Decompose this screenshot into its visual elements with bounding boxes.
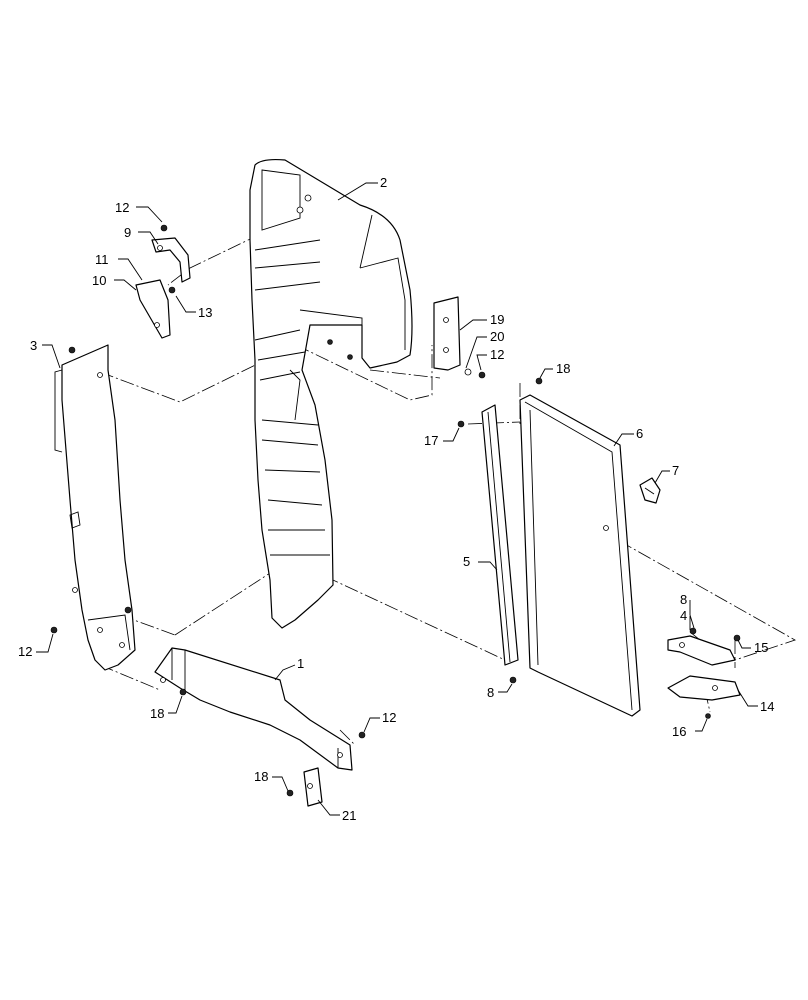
lower-bracket — [154, 647, 353, 771]
callout-20: 20 — [490, 329, 504, 344]
small-plate — [303, 767, 323, 807]
latch — [639, 477, 661, 504]
upper-left-bracket — [135, 224, 191, 339]
callout-11: 11 — [95, 252, 109, 267]
cowl-panel — [249, 158, 413, 629]
callout-18: 18 — [254, 769, 268, 784]
callout-13: 13 — [198, 305, 212, 320]
callout-19: 19 — [490, 312, 504, 327]
callout-7: 7 — [672, 463, 679, 478]
callout-6: 6 — [636, 426, 643, 441]
callout-18: 18 — [556, 361, 570, 376]
callout-8: 8 — [487, 685, 494, 700]
left-side-plate — [54, 344, 136, 671]
large-panel — [519, 377, 641, 717]
narrow-strip — [457, 404, 519, 684]
callout-14: 14 — [760, 699, 774, 714]
callout-8: 8 — [680, 592, 687, 607]
callout-12: 12 — [18, 644, 32, 659]
callout-4: 4 — [680, 608, 687, 623]
callout-1: 1 — [297, 656, 304, 671]
lower-right-brackets — [667, 627, 741, 719]
callout-5: 5 — [463, 554, 470, 569]
callout-21: 21 — [342, 808, 356, 823]
callout-15: 15 — [754, 640, 768, 655]
callout-9: 9 — [124, 225, 131, 240]
right-bracket — [433, 296, 486, 379]
callout-12: 12 — [115, 200, 129, 215]
callout-3: 3 — [30, 338, 37, 353]
callout-12: 12 — [382, 710, 396, 725]
callout-16: 16 — [672, 724, 686, 739]
callout-17: 17 — [424, 433, 438, 448]
leader-lines — [36, 182, 758, 816]
fasteners — [50, 339, 366, 797]
callout-12: 12 — [490, 347, 504, 362]
callout-18: 18 — [150, 706, 164, 721]
callout-10: 10 — [92, 273, 106, 288]
callout-2: 2 — [380, 175, 387, 190]
callouts: 2 12 9 11 10 13 3 19 20 12 18 17 6 7 5 8… — [18, 175, 774, 823]
